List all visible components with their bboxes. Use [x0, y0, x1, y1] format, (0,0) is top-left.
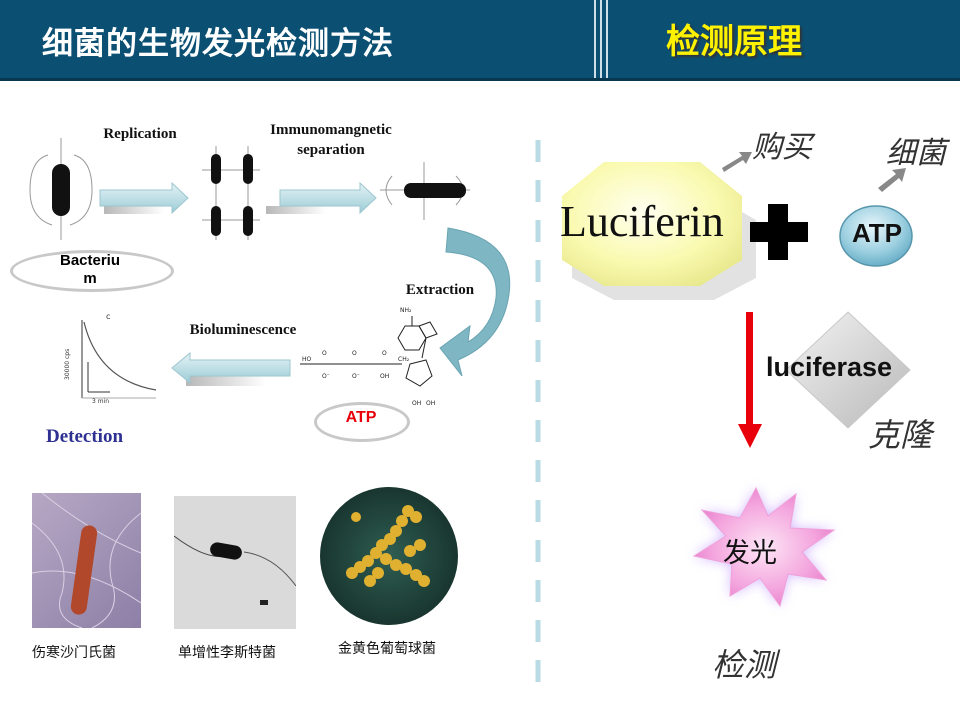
atp-oval: [314, 402, 410, 442]
arrow-left-icon: [171, 351, 291, 385]
atp-label: ATP: [345, 409, 377, 426]
atp-molecule-icon: NH₂ OH OH HO O O⁻ O O⁻ O OH CH₂: [300, 307, 438, 407]
graph-panel-letter: c: [106, 312, 111, 321]
salmonella-photo: [32, 493, 141, 628]
svg-text:OH: OH: [380, 373, 389, 380]
photo-caption: 伤寒沙门氏菌: [32, 645, 116, 661]
buy-label: 购买: [752, 130, 812, 165]
svg-text:O: O: [322, 350, 327, 357]
arrow-up-right-icon: [722, 152, 752, 172]
bioluminescence-label: Bioluminescence: [189, 322, 297, 338]
svg-text:OH: OH: [426, 400, 435, 407]
graph-yaxis-label: 30000 cps: [64, 348, 71, 380]
light-burst-icon: [692, 486, 836, 608]
svg-text:HO: HO: [302, 356, 312, 363]
photo-caption: 单增性李斯特菌: [178, 645, 276, 661]
luciferase-label: luciferase: [766, 352, 893, 382]
arrow-right-icon: [279, 181, 377, 215]
detect-label: 检测: [712, 646, 777, 684]
arrow-right-icon: [99, 181, 189, 215]
clone-label: 克隆: [868, 416, 933, 454]
atp-circle: [839, 205, 913, 267]
center-divider: [535, 140, 541, 690]
header-divider: [600, 0, 602, 78]
atp-text: ATP: [851, 218, 903, 248]
header-divider: [606, 0, 608, 78]
svg-text:O⁻: O⁻: [352, 373, 360, 380]
red-arrow-shaft: [746, 312, 753, 428]
detection-label: Detection: [46, 426, 124, 447]
photo-caption: 金黄色葡萄球菌: [338, 641, 436, 657]
svg-text:O⁻: O⁻: [322, 373, 330, 380]
section-title: 检测原理: [666, 22, 802, 62]
bacterium-label: Bacteriu m: [59, 252, 121, 287]
listeria-photo: [174, 496, 296, 629]
separated-bacterium-icon: [380, 162, 470, 220]
immunomagnetic-label: Immunomangnetic separation: [270, 122, 392, 158]
page-title: 细菌的生物发光检测方法: [42, 26, 394, 62]
svg-text:CH₂: CH₂: [398, 356, 410, 363]
replicated-bacteria-icon: [202, 146, 260, 240]
luciferin-label: Luciferin: [560, 197, 724, 246]
svg-text:OH: OH: [412, 400, 421, 407]
luciferase-diamond: [785, 311, 911, 429]
extraction-label: Extraction: [405, 282, 475, 298]
header-bar: [0, 0, 960, 81]
bacteria-source-label: 细菌: [886, 136, 946, 171]
glow-label: 发光: [723, 538, 777, 569]
luminescence-decay-graph: [81, 320, 157, 399]
luciferin-shape: [562, 162, 742, 286]
detection-workflow-diagram: NH₂ OH OH HO O O⁻ O O⁻ O OH CH₂: [29, 138, 511, 407]
bacterium-icon: [29, 138, 93, 240]
svg-text:NH₂: NH₂: [400, 307, 412, 314]
principle-diagram: [562, 152, 913, 608]
plus-icon: [750, 204, 808, 260]
bacterium-oval: [10, 250, 174, 292]
staphylococcus-photo: [320, 487, 458, 625]
graph-xaxis-label: 3 min: [92, 398, 110, 405]
svg-text:O: O: [352, 350, 357, 357]
curved-arrow-icon: [439, 227, 511, 377]
header-divider: [594, 0, 596, 78]
svg-text:O: O: [382, 350, 387, 357]
replication-label: Replication: [103, 126, 177, 142]
arrow-up-right-icon: [878, 168, 906, 192]
arrow-down-icon: [738, 424, 762, 448]
